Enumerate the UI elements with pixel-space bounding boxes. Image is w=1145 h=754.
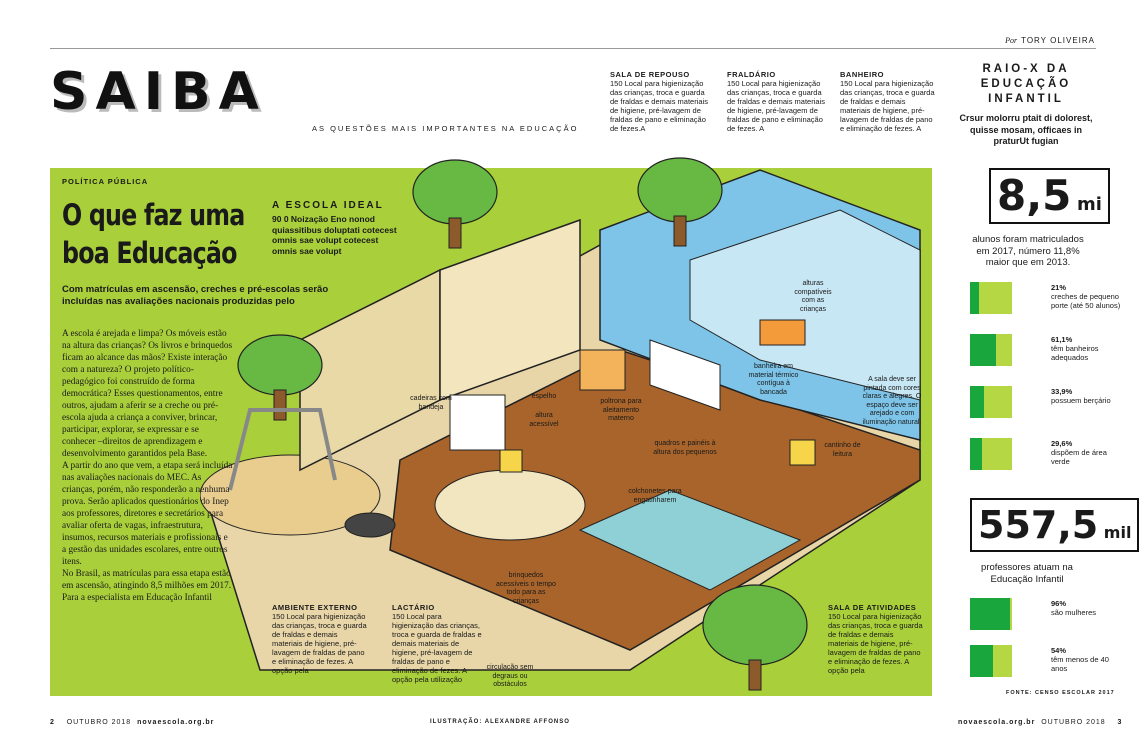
school-illustration (200, 157, 921, 691)
label-espelho: espelho (531, 393, 557, 400)
ideal-text: 90 0 Noização Eno nonod quiassitibus dol… (272, 214, 397, 256)
section-title: SAIBA (50, 62, 267, 122)
stat-percent: 54% (1051, 646, 1067, 655)
big-stat-students-text: alunos foram matriculados em 2017, númer… (972, 234, 1084, 268)
page-number: 2 (50, 719, 55, 726)
body-paragraph: No Brasil, as matrículas para essa etapa… (62, 569, 232, 603)
label-alturas-criancas: alturas compatíveis com as crianças (794, 280, 832, 313)
stat-percent: 21% (1051, 283, 1067, 292)
stat-row: 54% têm menos de 40 anos (970, 645, 1109, 677)
big-stat-teachers: 557,5 mil (970, 498, 1140, 552)
stat-bar (970, 386, 1012, 418)
headline: O que faz uma boa Educação (62, 198, 245, 270)
big-stat-students: 8,5 mi (989, 168, 1110, 224)
stat-description: possuem berçário (1051, 396, 1111, 405)
stat-bar (970, 598, 1012, 630)
stat-bar (970, 334, 1012, 366)
stat-percent: 33,9% (1051, 387, 1073, 396)
stat-bar (970, 645, 1012, 677)
body-paragraph: A partir do ano que vem, a etapa será in… (62, 461, 233, 567)
stat-row: 61,1% têm banheiros adequados (970, 334, 1099, 366)
illustration-credit: ILUSTRAÇÃO: ALEXANDRE AFFONSO (430, 719, 570, 725)
stat-row: 96% são mulheres (970, 598, 1096, 630)
stat-description: são mulheres (1051, 608, 1097, 617)
big-stat-unit: mil (1103, 523, 1132, 542)
sidebar-title: RAIO-X DA EDUCAÇÃO INFANTIL (980, 63, 1072, 105)
stat-description: têm banheiros adequados (1051, 344, 1099, 362)
stat-description: dispõem de área verde (1051, 448, 1107, 466)
label-quadros: quadros e painéis à altura dos pequenos (653, 440, 717, 456)
site-url: novaescola.org.br (958, 719, 1036, 726)
stat-percent: 29,6% (1051, 439, 1073, 448)
stat-percent: 96% (1051, 599, 1067, 608)
stat-percent: 61,1% (1051, 335, 1073, 344)
section-subtitle: AS QUESTÕES MAIS IMPORTANTES NA EDUCAÇÃO (312, 124, 579, 133)
label-brinquedos: brinquedos acessíveis o tempo todo para … (496, 572, 556, 605)
section-label: POLÍTICA PÚBLICA (62, 177, 149, 186)
footer-left: 2 OUTUBRO 2018 novaescola.org.br (50, 719, 214, 726)
stat-bar (970, 282, 1012, 314)
label-cantinho: cantinho de leitura (824, 442, 861, 458)
site-url: novaescola.org.br (137, 719, 215, 726)
issue-date: OUTUBRO 2018 (66, 719, 132, 726)
stat-description: creches de pequeno porte (até 50 alunos) (1051, 292, 1121, 310)
stat-row: 29,6% dispõem de área verde (970, 438, 1107, 470)
source-note: FONTE: CENSO ESCOLAR 2017 (1006, 690, 1115, 696)
header-rule (50, 48, 1096, 49)
article-body: A escola é arejada e limpa? Os móveis es… (62, 328, 234, 604)
big-stat-teachers-text: professores atuam na Educação Infantil (981, 562, 1073, 585)
stat-row: 21% creches de pequeno porte (até 50 alu… (970, 282, 1120, 314)
label-circulacao: circulação sem degraus ou obstáculos (486, 664, 534, 688)
label-banheira: banheira em material térmico contígua à … (748, 363, 799, 396)
footer-right: novaescola.org.br OUTUBRO 2018 3 (958, 719, 1122, 726)
label-sala-pintada: A sala deve ser pintada com cores claras… (862, 376, 922, 426)
label-colchonetes: colchonetes para engatinharem (628, 488, 682, 504)
stat-row: 33,9% possuem berçário (970, 386, 1111, 418)
stat-bar (970, 438, 1012, 470)
label-poltrona: poltrona para aleitamento materno (600, 398, 642, 422)
stat-description: têm menos de 40 anos (1051, 655, 1109, 673)
body-paragraph: A escola é arejada e limpa? Os móveis es… (62, 329, 233, 459)
ideal-title: A ESCOLA IDEAL (272, 200, 384, 211)
sidebar-subtitle: Crsur molorru ptait di dolorest, quisse … (959, 113, 1093, 146)
page-number: 3 (1117, 719, 1123, 726)
big-stat-unit: mi (1076, 194, 1102, 215)
issue-date: OUTUBRO 2018 (1041, 719, 1106, 726)
big-stat-number: 557,5 (978, 503, 1099, 547)
big-stat-number: 8,5 (997, 171, 1072, 220)
sidebar: RAIO-X DA EDUCAÇÃO INFANTIL Crsur molorr… (956, 62, 1096, 148)
label-altura: altura acessível (529, 412, 559, 428)
label-cadeiras: cadeiras com bandeja (410, 395, 452, 411)
lede: Com matrículas em ascensão, creches e pr… (62, 284, 329, 307)
